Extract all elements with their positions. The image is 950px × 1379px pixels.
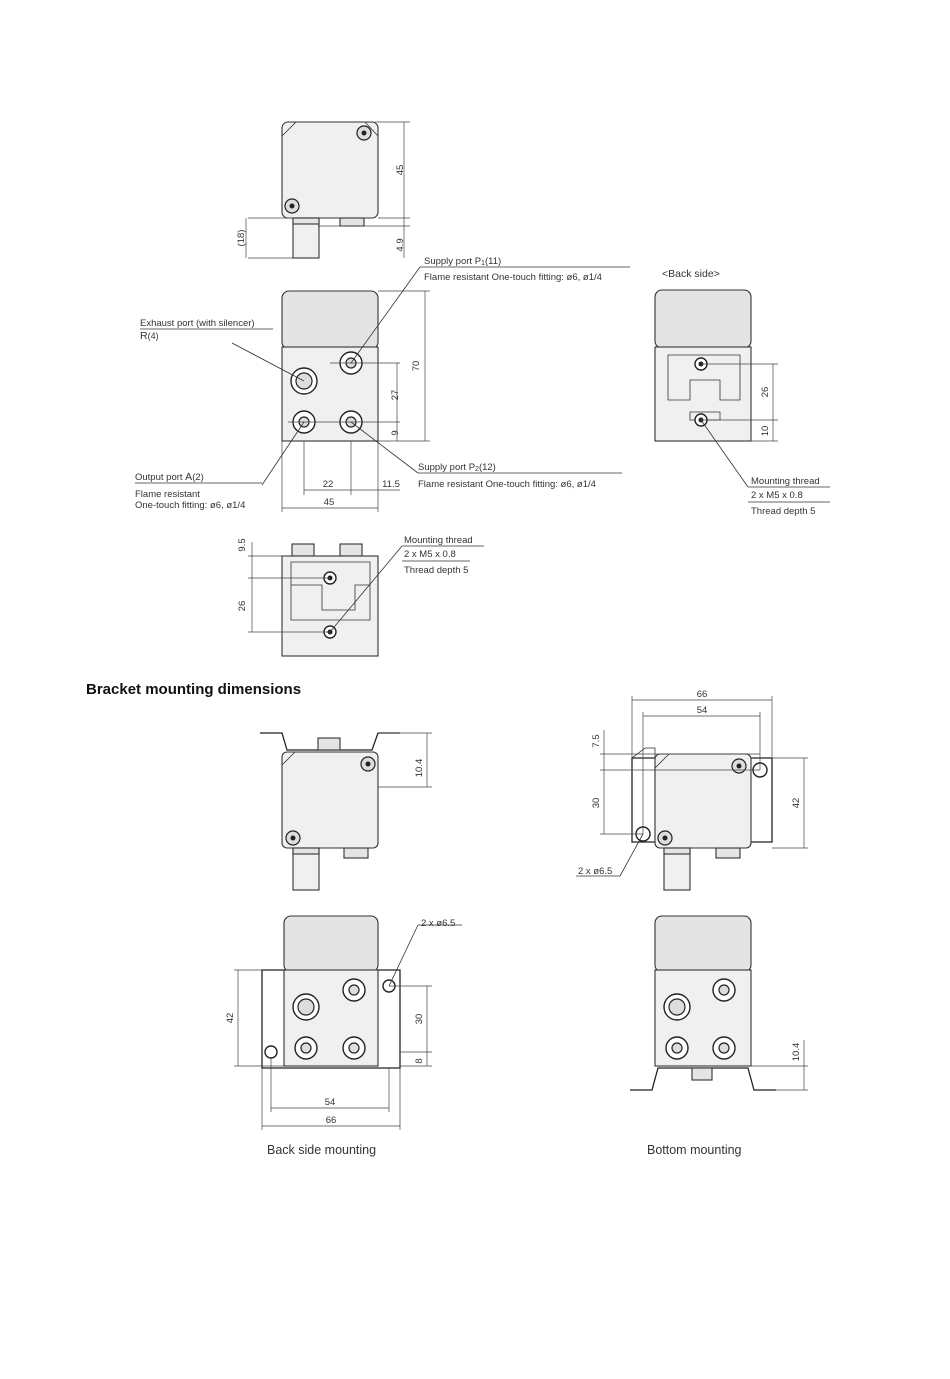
bracket-bottom-dim-30: 30 bbox=[591, 798, 602, 809]
front-dim-11-5: 11.5 bbox=[382, 479, 400, 490]
bracket-bottom-front-view: 10.4 bbox=[630, 915, 808, 1091]
top-dim-4-9: 4.9 bbox=[395, 238, 406, 251]
supply-port-p1-label: Supply port P1(11) bbox=[424, 256, 501, 267]
bracket-mounting-title: Bracket mounting dimensions bbox=[86, 681, 302, 698]
bracket-bottom-front-dim-10-4: 10.4 bbox=[791, 1043, 802, 1062]
output-port-label: Output port A(2) bbox=[135, 471, 204, 483]
bracket-back-front-view: 42 30 8 54 66 bbox=[225, 915, 462, 1130]
bottom-dim-9-5: 9.5 bbox=[237, 538, 248, 551]
bottom-mount-depth: Thread depth 5 bbox=[404, 565, 468, 576]
front-dim-45: 45 bbox=[324, 497, 335, 508]
supply-port-p1-fitting: Flame resistant One-touch fitting: ø6, ø… bbox=[424, 272, 602, 283]
bracket-back-front-dim-66: 66 bbox=[326, 1115, 337, 1126]
supply-port-p2-fitting: Flame resistant One-touch fitting: ø6, ø… bbox=[418, 479, 596, 490]
bracket-bottom-dim-66: 66 bbox=[697, 689, 708, 700]
bracket-bottom-dim-42: 42 bbox=[791, 798, 802, 809]
bracket-back-hole-label: 2 x ø6.5 bbox=[421, 918, 455, 929]
bracket-bottom-side-view: 66 54 7.5 30 42 2 x ø6.5 bbox=[576, 689, 808, 891]
front-dim-70: 70 bbox=[411, 361, 422, 372]
bracket-back-top-dim-10-4: 10.4 bbox=[414, 759, 425, 778]
back-mount-depth: Thread depth 5 bbox=[751, 506, 815, 517]
bracket-back-front-dim-30: 30 bbox=[414, 1014, 425, 1025]
bottom-dim-26: 26 bbox=[237, 601, 248, 612]
front-dim-22: 22 bbox=[323, 479, 334, 490]
back-mount-spec: 2 x M5 x 0.8 bbox=[751, 490, 803, 501]
bracket-bottom-dim-54: 54 bbox=[697, 705, 708, 716]
bracket-back-front-dim-8: 8 bbox=[414, 1058, 425, 1063]
bottom-view: 9.5 26 bbox=[237, 538, 484, 657]
bracket-bottom-hole-label: 2 x ø6.5 bbox=[578, 866, 612, 877]
supply-port-p2-label: Supply port P2(12) bbox=[418, 462, 496, 473]
bracket-back-front-dim-42: 42 bbox=[225, 1013, 236, 1024]
top-dim-18: (18) bbox=[236, 230, 247, 247]
bottom-mount-spec: 2 x M5 x 0.8 bbox=[404, 549, 456, 560]
exhaust-port-label: Exhaust port (with silencer) bbox=[140, 318, 255, 329]
output-fitting-line2: One-touch fitting: ø6, ø1/4 bbox=[135, 500, 245, 511]
front-dim-27: 27 bbox=[390, 390, 401, 401]
top-view: 45 4.9 (18) bbox=[236, 121, 410, 259]
top-dim-45: 45 bbox=[395, 165, 406, 176]
caption-bottom-mounting: Bottom mounting bbox=[647, 1143, 742, 1157]
back-mount-label: Mounting thread bbox=[751, 476, 820, 487]
back-dim-26: 26 bbox=[760, 387, 771, 398]
bottom-mount-label: Mounting thread bbox=[404, 535, 473, 546]
back-dim-10: 10 bbox=[760, 426, 771, 437]
bracket-bottom-dim-7-5: 7.5 bbox=[591, 734, 602, 747]
front-dim-9: 9 bbox=[390, 430, 401, 435]
front-view: 70 27 9 22 11.5 45 bbox=[135, 266, 630, 512]
back-side-title: <Back side> bbox=[662, 268, 720, 280]
back-view: <Back side> 26 10 bbox=[654, 268, 830, 503]
bracket-back-top-view: 10.4 bbox=[260, 732, 432, 891]
exhaust-port-code: R(4) bbox=[140, 330, 159, 342]
caption-back-side-mounting: Back side mounting bbox=[267, 1143, 377, 1157]
output-fitting-line1: Flame resistant bbox=[135, 489, 200, 500]
bracket-back-front-dim-54: 54 bbox=[325, 1097, 336, 1108]
